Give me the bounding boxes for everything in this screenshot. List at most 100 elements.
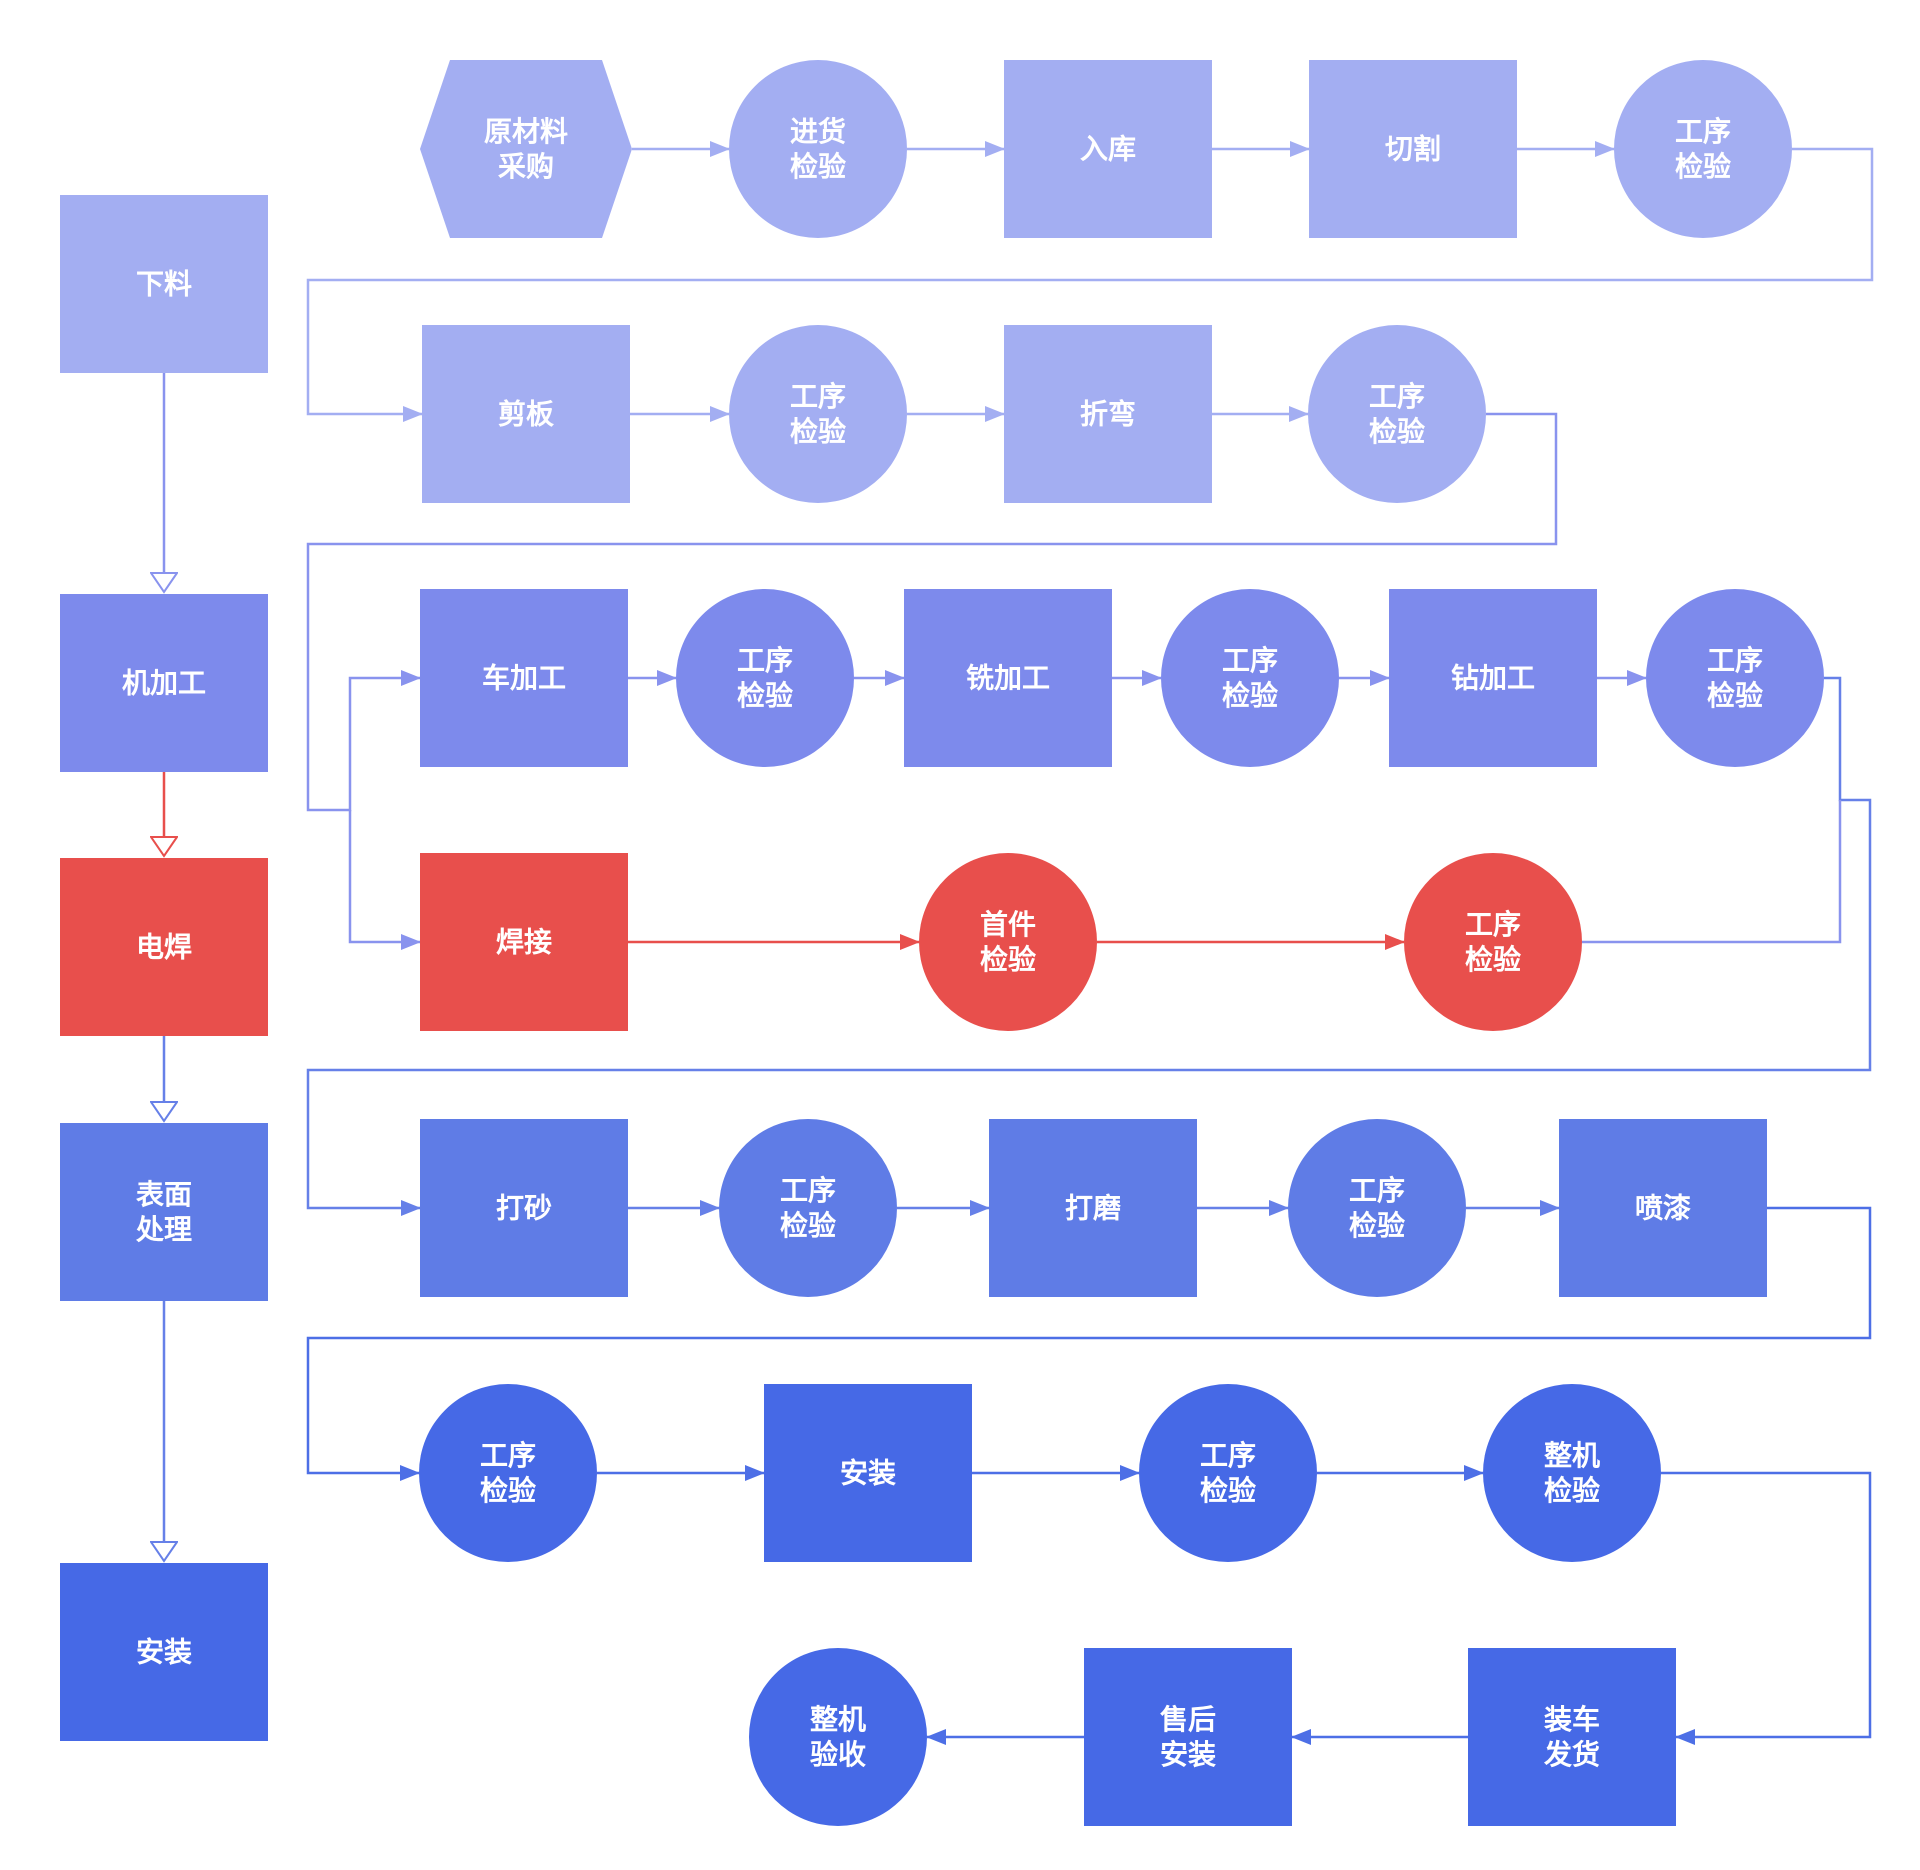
process-box xyxy=(60,1123,268,1301)
process-box xyxy=(60,195,268,373)
link-row2-row4 xyxy=(348,810,421,950)
node-label: 下料 xyxy=(136,268,192,301)
node-label: 检验 xyxy=(480,1474,536,1507)
node-r6n2: 安装 xyxy=(764,1384,972,1562)
link-row4-merge xyxy=(1582,800,1842,944)
process-box xyxy=(1559,1119,1767,1297)
node-label: 发货 xyxy=(1543,1738,1600,1771)
node-label: 工序 xyxy=(480,1439,536,1472)
node-label: 工序 xyxy=(1222,644,1278,677)
link-row5-row6 xyxy=(306,1206,1872,1481)
node-label: 处理 xyxy=(135,1213,192,1246)
process-box xyxy=(1004,60,1212,238)
node-label: 检验 xyxy=(1465,943,1521,976)
inspection-circle xyxy=(419,1384,597,1562)
node-label: 工序 xyxy=(790,380,846,413)
node-label: 切割 xyxy=(1385,133,1441,166)
inspection-circle xyxy=(1404,853,1582,1031)
node-label: 检验 xyxy=(1200,1474,1256,1507)
inspection-circle xyxy=(719,1119,897,1297)
link-row2-row3 xyxy=(306,412,1558,812)
process-box xyxy=(764,1384,972,1562)
node-r1n4: 切割 xyxy=(1309,60,1517,238)
node-s2: 机加工 xyxy=(60,594,268,772)
node-label: 电焊 xyxy=(136,931,192,964)
node-r3n5: 钻加工 xyxy=(1389,589,1597,767)
node-label: 验收 xyxy=(810,1738,866,1771)
node-label: 安装 xyxy=(136,1636,192,1669)
node-label: 工序 xyxy=(1200,1439,1256,1472)
node-label: 工序 xyxy=(780,1174,836,1207)
node-label: 工序 xyxy=(1465,908,1521,941)
inspection-circle xyxy=(1308,325,1486,503)
node-label: 检验 xyxy=(1222,679,1278,712)
node-label: 安装 xyxy=(1160,1738,1216,1771)
node-label: 首件 xyxy=(980,908,1036,941)
node-label: 采购 xyxy=(498,150,554,183)
start-hexagon xyxy=(420,60,632,238)
inspection-circle xyxy=(676,589,854,767)
node-label: 工序 xyxy=(1675,115,1731,148)
process-box xyxy=(1004,325,1212,503)
process-box xyxy=(420,853,628,1031)
node-label: 工序 xyxy=(1349,1174,1405,1207)
node-label: 折弯 xyxy=(1080,398,1136,431)
connectors xyxy=(164,141,1874,1745)
inspection-circle xyxy=(729,325,907,503)
node-label: 检验 xyxy=(780,1209,836,1242)
process-box xyxy=(422,325,630,503)
node-label: 原材料 xyxy=(484,115,568,148)
node-label: 检验 xyxy=(790,415,846,448)
node-label: 检验 xyxy=(980,943,1036,976)
process-box xyxy=(60,594,268,772)
node-s1: 下料 xyxy=(60,195,268,373)
process-box xyxy=(1389,589,1597,767)
node-r5n1: 打砂 xyxy=(420,1119,628,1297)
process-box xyxy=(1468,1648,1676,1826)
node-label: 打砂 xyxy=(496,1192,552,1225)
node-label: 焊接 xyxy=(496,926,552,959)
process-box xyxy=(420,1119,628,1297)
node-s3: 电焊 xyxy=(60,858,268,1036)
node-label: 工序 xyxy=(1707,644,1763,677)
inspection-circle xyxy=(749,1648,927,1826)
process-box xyxy=(1309,60,1517,238)
inspection-circle xyxy=(1483,1384,1661,1562)
inspection-circle xyxy=(729,60,907,238)
node-label: 安装 xyxy=(840,1457,896,1490)
node-r2n1: 剪板 xyxy=(422,325,630,503)
node-label: 喷漆 xyxy=(1635,1192,1691,1225)
node-label: 表面 xyxy=(136,1178,192,1211)
node-r5n3: 打磨 xyxy=(989,1119,1197,1297)
node-s5: 安装 xyxy=(60,1563,268,1741)
inspection-circle xyxy=(1288,1119,1466,1297)
inspection-circle xyxy=(1139,1384,1317,1562)
process-box xyxy=(60,858,268,1036)
node-label: 车加工 xyxy=(482,662,566,695)
node-label: 入库 xyxy=(1080,133,1136,166)
node-label: 整机 xyxy=(1544,1439,1600,1472)
node-label: 工序 xyxy=(737,644,793,677)
inspection-circle xyxy=(1646,589,1824,767)
process-box xyxy=(904,589,1112,767)
process-box xyxy=(989,1119,1197,1297)
node-label: 打磨 xyxy=(1065,1192,1121,1225)
node-label: 检验 xyxy=(1369,415,1425,448)
